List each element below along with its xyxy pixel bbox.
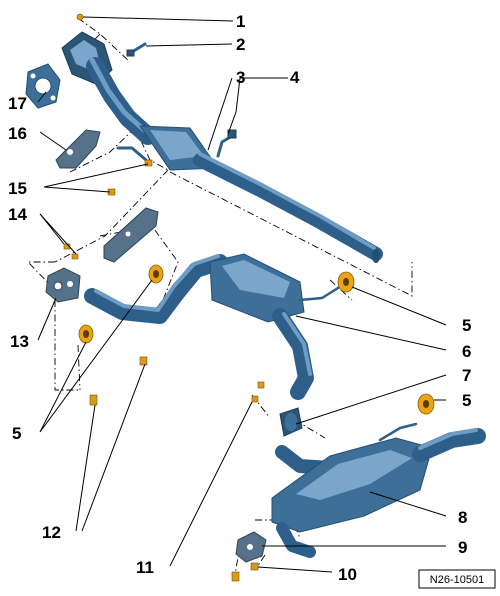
callout-12: 12 [42,523,61,542]
lambda-sensor-screw [126,42,147,57]
rubber-mountings [78,264,435,415]
callout-8: 8 [458,508,467,527]
upper-bracket [55,129,148,169]
callout-5-left: 5 [12,424,21,443]
callout-2: 2 [236,35,245,54]
lambda-sensor [216,129,237,158]
reference-code: N26-10501 [430,574,484,586]
callout-6: 6 [462,342,471,361]
callout-3: 3 [236,68,245,87]
exhaust-gasket [25,63,61,109]
callout-13: 13 [10,332,29,351]
callout-7: 7 [462,366,471,385]
callout-4: 4 [290,68,300,87]
callout-11: 11 [136,558,154,577]
callout-5-right-lower: 5 [462,391,471,410]
rear-bracket [235,531,267,563]
rear-silencer [271,422,486,558]
callout-17: 17 [8,94,27,113]
callout-10: 10 [338,565,357,584]
callout-15: 15 [8,179,27,198]
callout-labels: 1 2 3 4 5 6 7 5 8 9 10 11 12 5 13 14 15 … [8,12,471,584]
reference-code-box: N26-10501 [418,569,496,589]
hanger-clamp [45,267,81,303]
callout-5-right-top: 5 [462,316,471,335]
center-silencer [84,253,340,400]
callout-14: 14 [8,205,27,224]
callout-9: 9 [458,538,467,557]
leader-lines [37,16,447,573]
callout-1: 1 [236,12,245,31]
assembly-guide-lines [26,17,413,576]
front-pipe-with-catalytic-converter [61,31,383,263]
exhaust-parts [25,13,486,582]
clamping-sleeve [279,407,303,437]
rear-hanger-bracket [103,207,159,263]
callout-16: 16 [8,124,27,143]
fasteners [63,13,265,582]
